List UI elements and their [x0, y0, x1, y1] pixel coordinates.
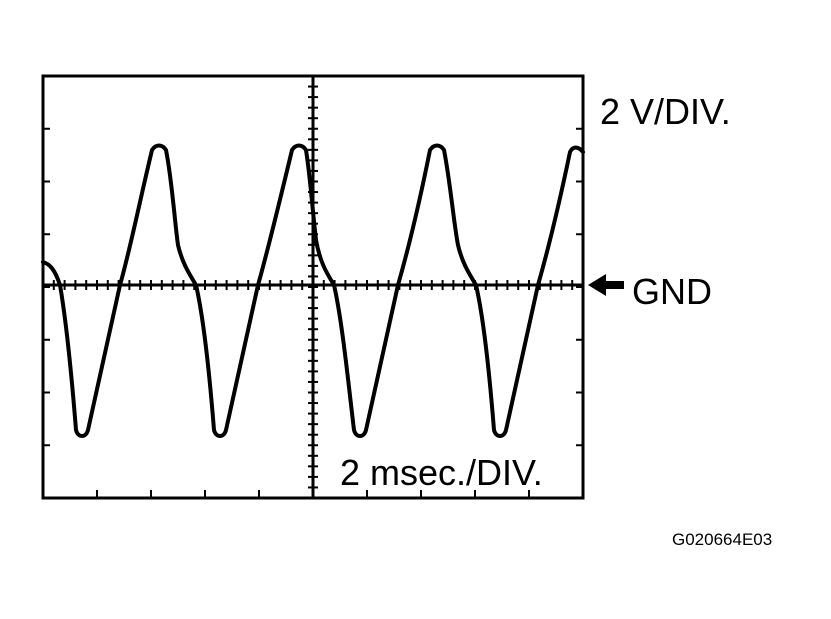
left-arrow-icon: [588, 274, 624, 296]
figure-code: G020664E03: [672, 530, 772, 549]
voltage-scale-label: 2 V/DIV.: [600, 91, 731, 132]
graticule-ticks: [42, 75, 584, 499]
ground-label: GND: [632, 271, 712, 312]
waveform-trace: [41, 143, 585, 438]
time-scale-label: 2 msec./DIV.: [340, 452, 543, 493]
